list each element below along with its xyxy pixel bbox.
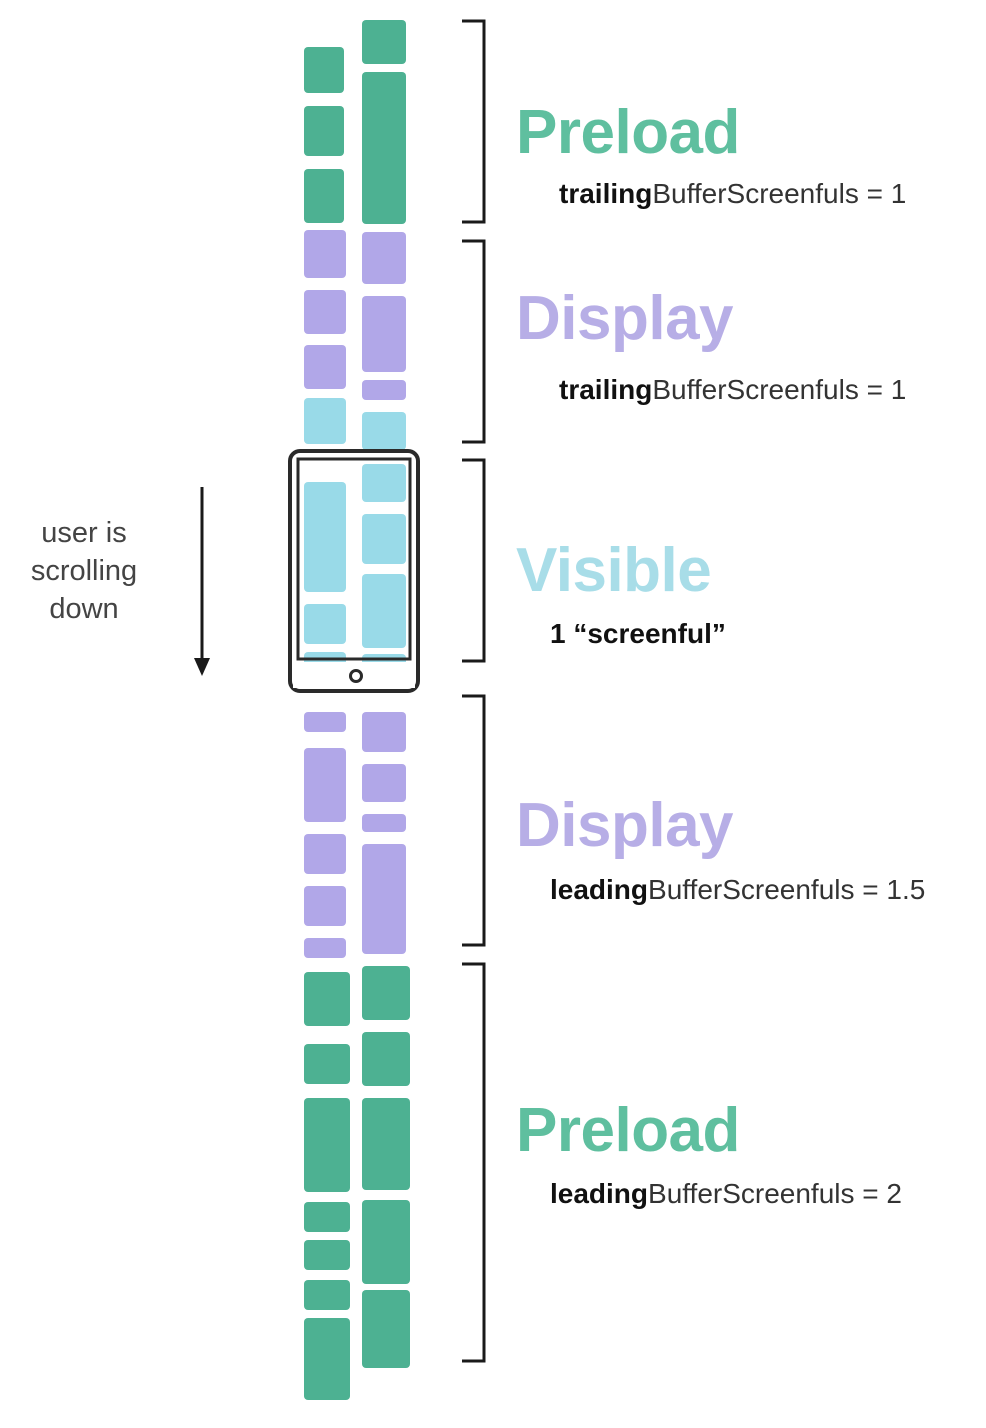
region-title-display-bottom: Display	[516, 791, 734, 860]
list-tile	[362, 1032, 410, 1086]
list-tile	[362, 814, 406, 832]
list-tile	[304, 1280, 350, 1310]
list-tile	[362, 1200, 410, 1284]
region-subtitle-preload-top: trailingBufferScreenfuls = 1	[559, 180, 906, 208]
list-tile	[304, 604, 346, 644]
subtitle-rest: BufferScreenfuls = 2	[648, 1178, 902, 1209]
bracket-display-bottom	[462, 694, 486, 947]
subtitle-rest: BufferScreenfuls = 1.5	[648, 874, 926, 905]
list-tile	[362, 1290, 410, 1368]
list-tile	[304, 1044, 350, 1084]
list-tile	[362, 764, 406, 802]
phone-outline	[288, 449, 420, 693]
list-tile	[304, 748, 346, 822]
list-tile	[304, 938, 346, 958]
list-tile	[304, 345, 346, 389]
list-tile	[362, 712, 406, 752]
bracket-visible	[462, 458, 486, 663]
subtitle-keyword: leading	[550, 1178, 649, 1209]
region-brackets	[462, 19, 486, 1363]
list-tile	[304, 290, 346, 334]
list-tile	[304, 482, 346, 592]
list-tile	[362, 296, 406, 372]
bracket-preload-top	[462, 19, 486, 224]
phone-chin	[293, 662, 415, 688]
region-title-preload-bottom: Preload	[516, 1096, 740, 1165]
list-tile	[304, 972, 350, 1026]
subtitle-keyword: trailing	[559, 374, 653, 405]
phone-screen-frame	[288, 449, 420, 693]
list-tile	[362, 464, 406, 502]
phone-screen	[296, 457, 412, 661]
list-tile	[362, 412, 406, 450]
list-tile	[304, 1202, 350, 1232]
list-tile	[304, 106, 344, 156]
list-tile	[362, 966, 410, 1020]
region-subtitle-display-top: trailingBufferScreenfuls = 1	[559, 376, 906, 404]
list-tile	[304, 230, 346, 278]
scroll-down-arrow-icon	[194, 487, 210, 676]
region-subtitle-display-bottom: leadingBufferScreenfuls = 1.5	[550, 876, 925, 904]
list-tile	[304, 1318, 350, 1400]
scroll-hint-line: scrolling	[30, 555, 138, 587]
list-tile	[304, 169, 344, 223]
list-tile	[304, 886, 346, 926]
list-tiles	[304, 20, 410, 1400]
region-subtitle-visible: 1 “screenful”	[550, 618, 726, 649]
list-tile	[362, 574, 406, 648]
subtitle-keyword: trailing	[559, 178, 653, 209]
list-tile	[362, 232, 406, 284]
subtitle-keyword: leading	[550, 874, 649, 905]
list-tile	[304, 712, 346, 732]
region-title-display-top: Display	[516, 284, 734, 353]
home-button-icon	[349, 669, 363, 683]
scroll-hint: user is scrolling down	[10, 514, 158, 628]
list-tile	[304, 1240, 350, 1270]
list-tile	[362, 844, 406, 954]
subtitle-rest: BufferScreenfuls = 1	[652, 374, 907, 405]
list-tile	[304, 398, 346, 444]
scroll-hint-line: user is	[41, 517, 127, 549]
scroll-hint-line: down	[49, 593, 119, 625]
list-tile	[304, 1098, 350, 1192]
region-title-preload-top: Preload	[516, 98, 740, 167]
subtitle-rest: BufferScreenfuls = 1	[652, 178, 907, 209]
bracket-display-top	[462, 239, 486, 444]
list-tile	[362, 380, 406, 400]
list-tile	[362, 514, 406, 564]
list-tile	[362, 1098, 410, 1190]
list-tile	[304, 47, 344, 93]
region-subtitle-preload-bottom: leadingBufferScreenfuls = 2	[550, 1180, 902, 1208]
list-tile	[304, 834, 346, 874]
list-tile	[362, 72, 406, 224]
list-tile	[362, 20, 406, 64]
bracket-preload-bottom	[462, 962, 486, 1363]
region-title-visible: Visible	[516, 536, 712, 605]
